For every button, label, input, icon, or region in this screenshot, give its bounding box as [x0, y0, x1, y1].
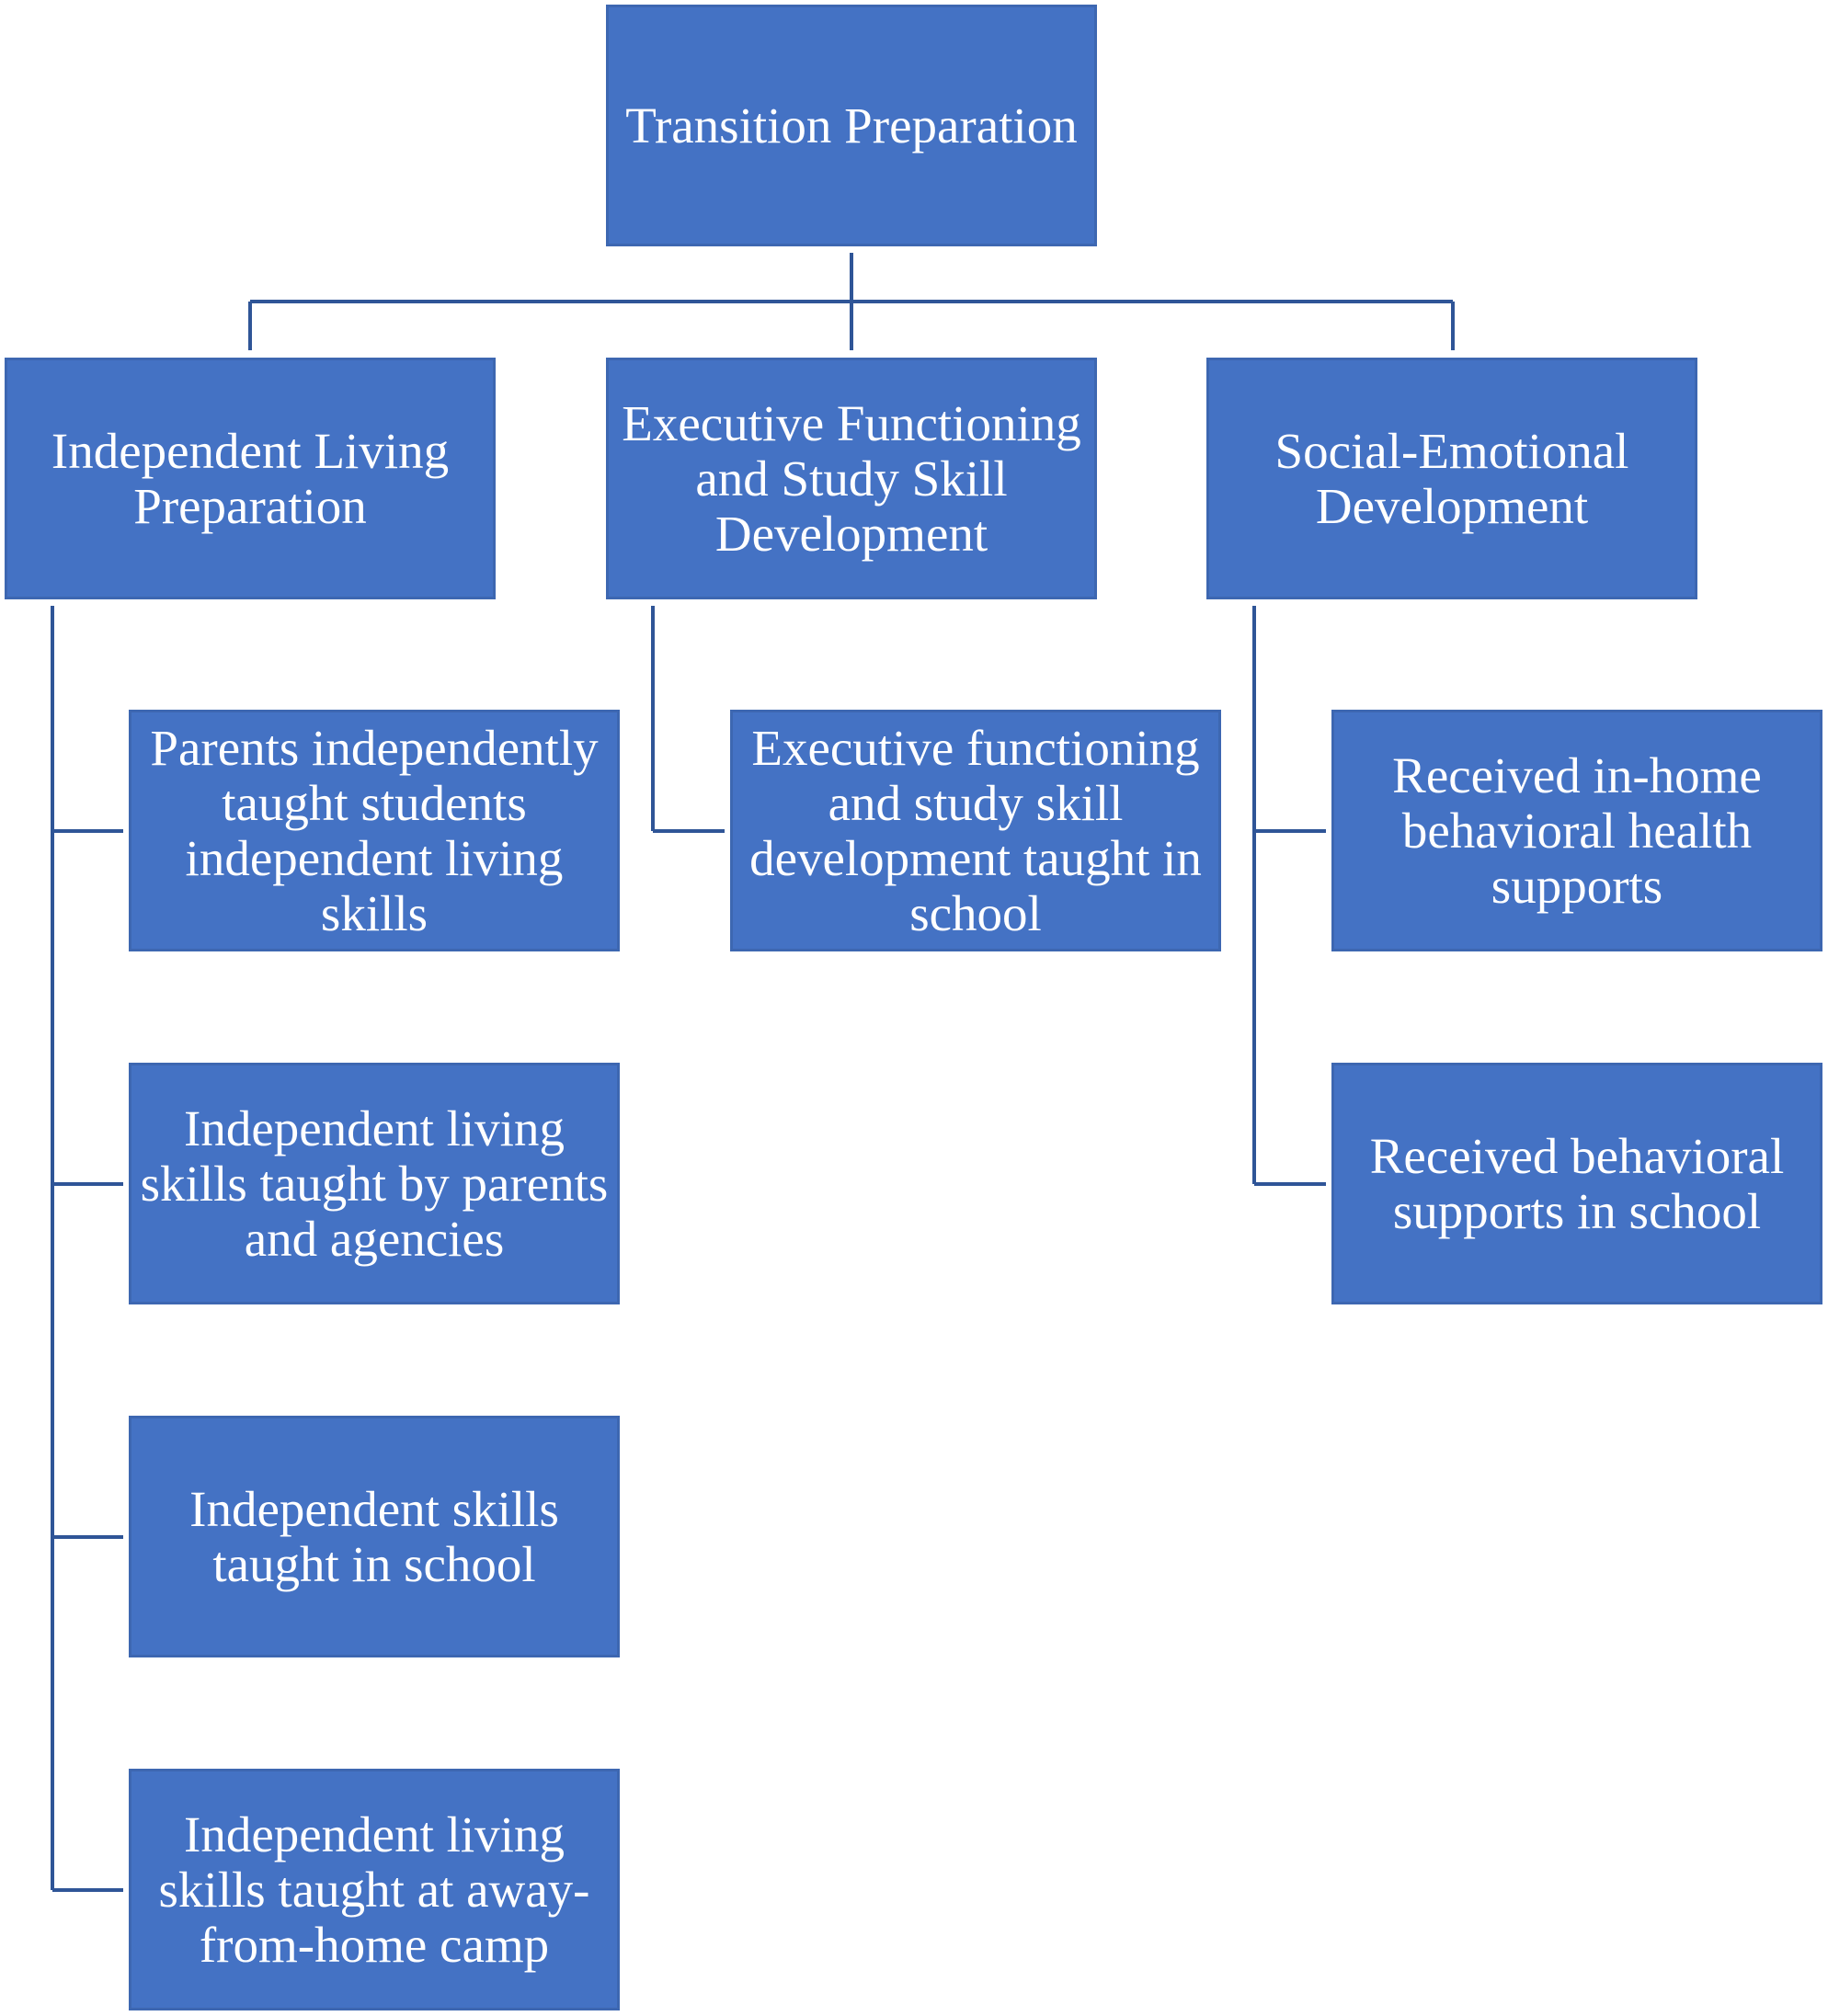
node-parents-taught-living-skills: Parents independently taught students in… — [129, 710, 620, 951]
node-label: Independent skills taught in school — [189, 1480, 559, 1592]
node-living-skills-camp: Independent living skills taught at away… — [129, 1769, 620, 2010]
node-label: Independent Living Preparation — [51, 422, 450, 534]
node-social-emotional-development: Social-Emotional Development — [1206, 358, 1697, 599]
node-label: Parents independently taught students in… — [150, 719, 599, 941]
node-behavioral-supports-school: Received behavioral supports in school — [1331, 1063, 1822, 1304]
node-executive-functioning: Executive Functioning and Study Skill De… — [606, 358, 1097, 599]
node-in-home-behavioral-supports: Received in-home behavioral health suppo… — [1331, 710, 1822, 951]
node-label: Independent living skills taught at away… — [158, 1805, 590, 1973]
node-executive-functioning-school: Executive functioning and study skill de… — [730, 710, 1221, 951]
node-label: Independent living skills taught by pare… — [140, 1099, 609, 1267]
node-label: Transition Preparation — [625, 97, 1078, 154]
node-living-skills-parents-agencies: Independent living skills taught by pare… — [129, 1063, 620, 1304]
node-transition-preparation: Transition Preparation — [606, 5, 1097, 246]
node-label: Executive Functioning and Study Skill De… — [622, 394, 1081, 562]
node-label: Received in-home behavioral health suppo… — [1392, 746, 1762, 914]
node-label: Received behavioral supports in school — [1369, 1127, 1785, 1239]
node-independent-skills-school: Independent skills taught in school — [129, 1416, 620, 1657]
node-independent-living-preparation: Independent Living Preparation — [5, 358, 496, 599]
node-label: Executive functioning and study skill de… — [749, 719, 1202, 941]
node-label: Social-Emotional Development — [1274, 422, 1629, 534]
